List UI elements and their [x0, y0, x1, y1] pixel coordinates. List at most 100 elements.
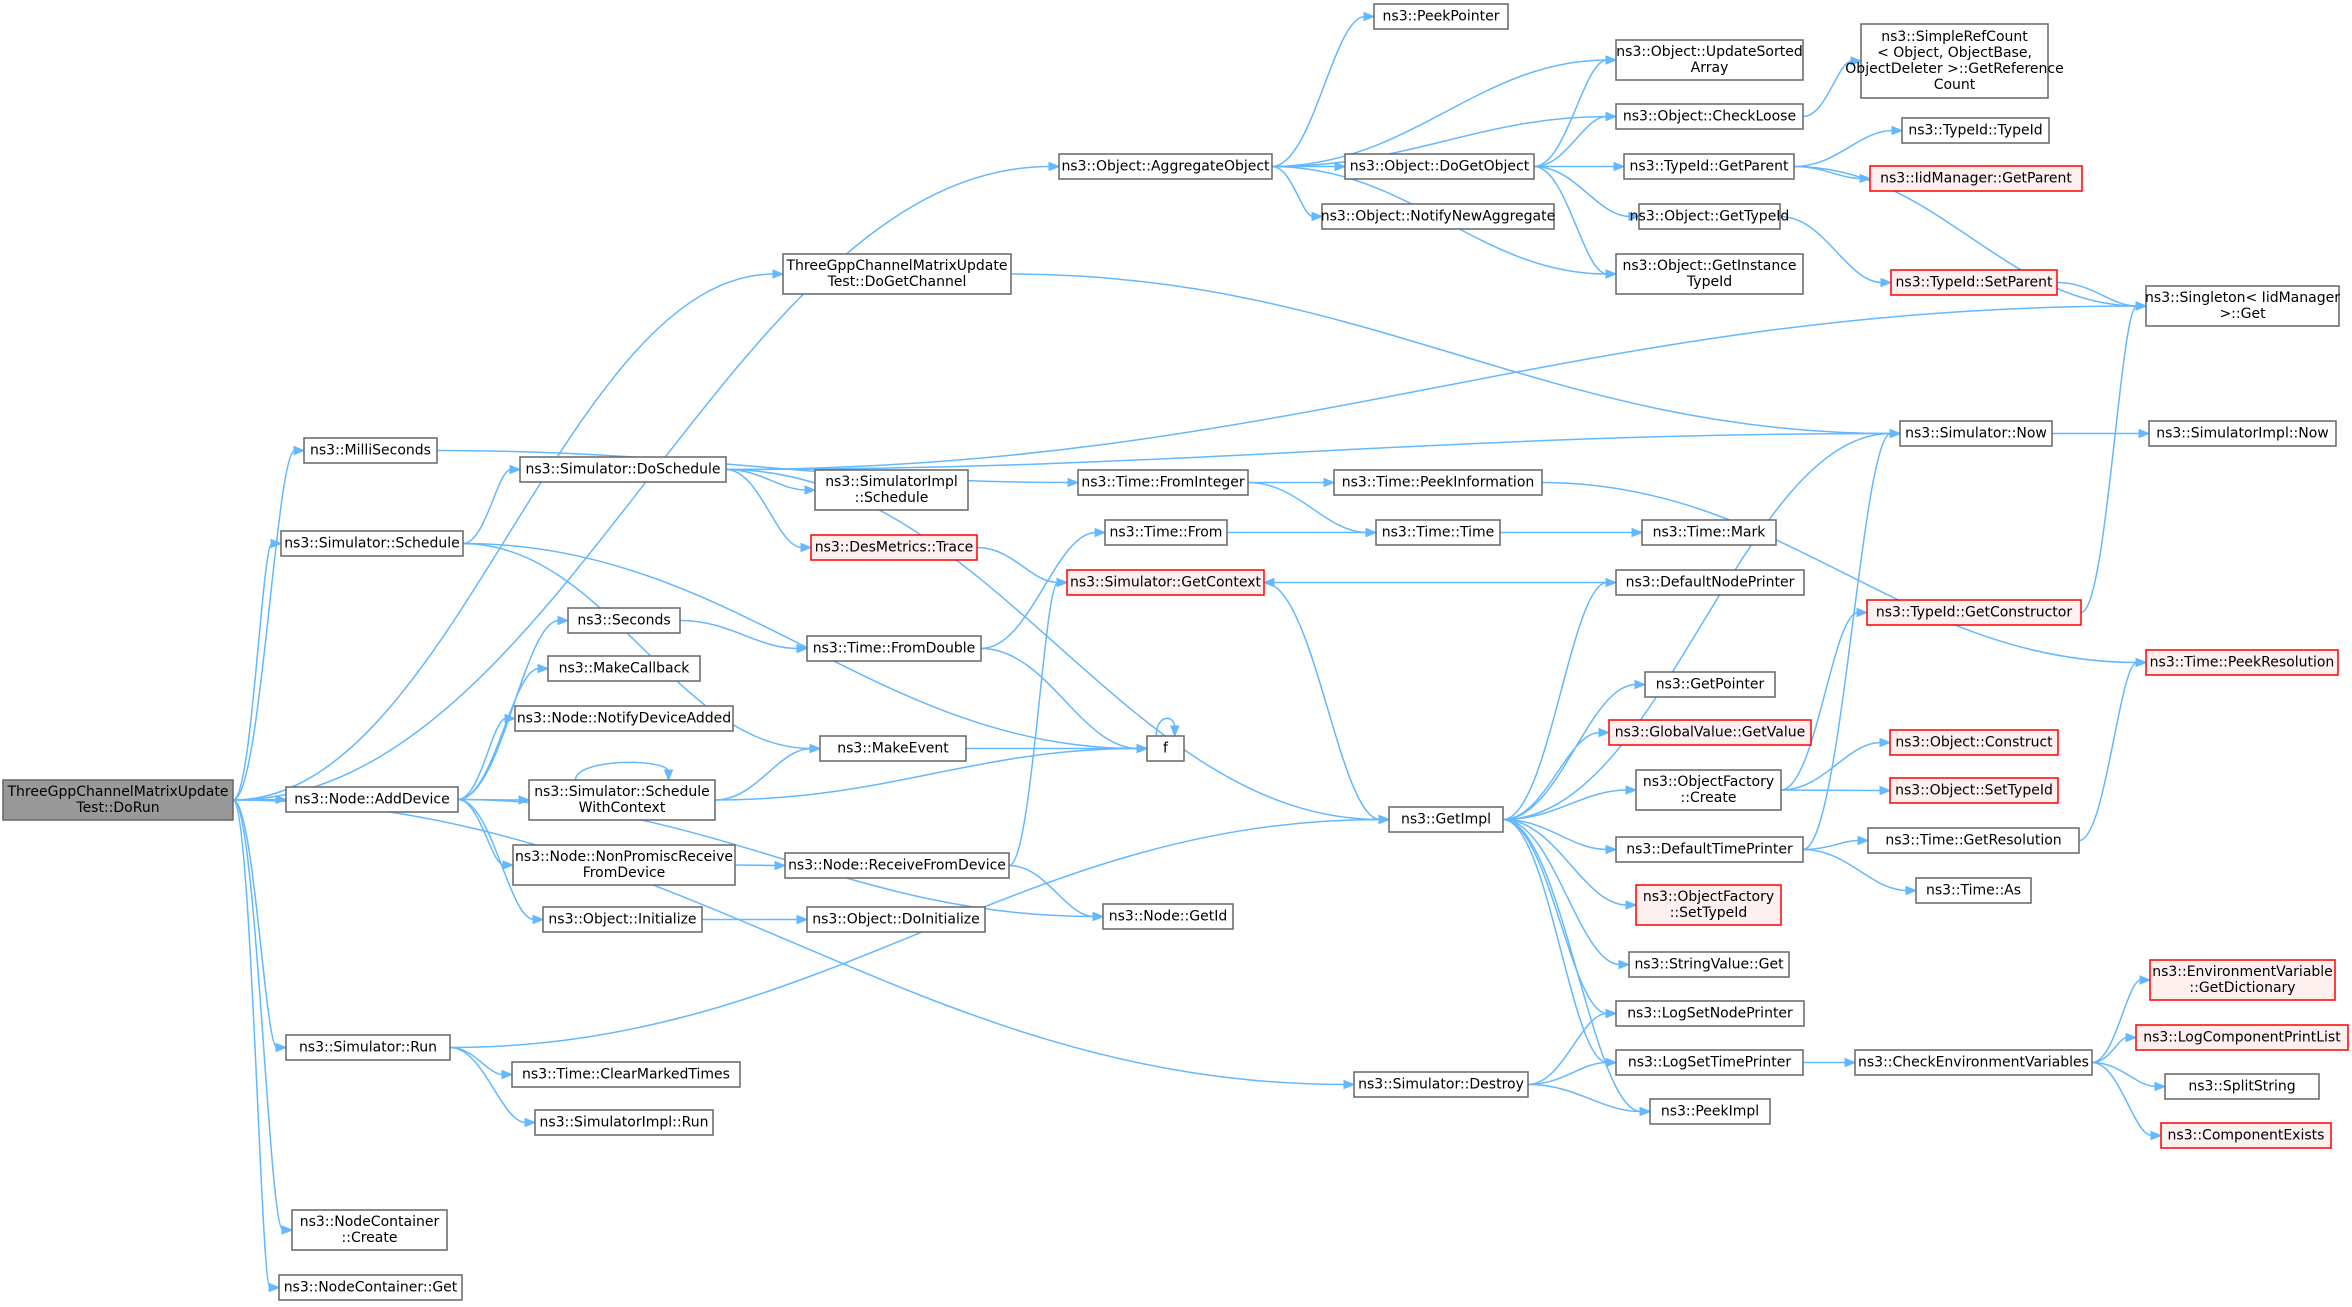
node-label: ns3::Time::PeekInformation [1342, 475, 1535, 491]
node-logsetnodeprinter[interactable]: ns3::LogSetNodePrinter [1615, 1000, 1805, 1027]
node-logsettimeprinter[interactable]: ns3::LogSetTimePrinter [1615, 1049, 1804, 1076]
node-fromint[interactable]: ns3::Time::FromInteger [1077, 469, 1249, 496]
node-doinitialize[interactable]: ns3::Object::DoInitialize [806, 906, 986, 933]
node-singletonget[interactable]: ns3::Singleton< IidManager >::Get [2145, 285, 2340, 327]
node-label: ::Create [1681, 790, 1737, 806]
node-label: WithContext [579, 800, 666, 816]
node-milliseconds[interactable]: ns3::MilliSeconds [303, 437, 438, 464]
edge-simschedule-to-doschedule [462, 464, 522, 545]
node-notifydeviceadded[interactable]: ns3::Node::NotifyDeviceAdded [514, 705, 734, 732]
node-simrun[interactable]: ns3::Simulator::Run [285, 1034, 451, 1061]
node-getimpl[interactable]: ns3::GetImpl [1388, 806, 1504, 833]
node-objfactorycreate[interactable]: ns3::ObjectFactory::Create [1635, 769, 1782, 811]
arrowhead [537, 663, 550, 674]
node-peekimpl[interactable]: ns3::PeekImpl [1649, 1098, 1771, 1125]
node-box [291, 1209, 448, 1251]
node-simplerefcount[interactable]: ns3::SimpleRefCount< Object, ObjectBase,… [1845, 23, 2064, 99]
node-simimplschedule[interactable]: ns3::SimulatorImpl::Schedule [814, 469, 969, 511]
edge-aggregate-to-notifynewaggregate [1271, 165, 1324, 222]
node-compexists[interactable]: ns3::ComponentExists [2160, 1122, 2332, 1149]
node-dogetchannel[interactable]: ThreeGppChannelMatrixUpdateTest::DoGetCh… [782, 253, 1012, 295]
arrowhead [2138, 428, 2151, 439]
node-label: ns3::TypeId::GetParent [1630, 159, 1789, 175]
edge-fromdouble-to-f [980, 647, 1149, 754]
node-notifynewaggregate[interactable]: ns3::Object::NotifyNewAggregate [1321, 203, 1555, 230]
node-iidgetparent[interactable]: ns3::IidManager::GetParent [1869, 165, 2083, 192]
node-objfactorysettypeid[interactable]: ns3::ObjectFactory::SetTypeId [1635, 884, 1782, 926]
node-getpointer[interactable]: ns3::GetPointer [1644, 671, 1776, 698]
node-label: ns3::Simulator::Destroy [1358, 1077, 1524, 1093]
node-objconstruct[interactable]: ns3::Object::Construct [1889, 729, 2059, 756]
node-label: ns3::DefaultNodePrinter [1626, 575, 1795, 591]
node-timefrom[interactable]: ns3::Time::From [1104, 519, 1228, 546]
node-objinitialize[interactable]: ns3::Object::Initialize [542, 906, 703, 933]
node-receivefromdevice[interactable]: ns3::Node::ReceiveFromDevice [784, 852, 1010, 879]
node-label: ThreeGppChannelMatrixUpdate [7, 784, 229, 800]
node-timeas[interactable]: ns3::Time::As [1915, 877, 2032, 904]
node-objgettypeid[interactable]: ns3::Object::GetTypeId [1630, 203, 1790, 230]
node-label: Test::DoGetChannel [827, 274, 967, 290]
node-defaulttimeprinter[interactable]: ns3::DefaultTimePrinter [1615, 836, 1804, 863]
node-box [2160, 1122, 2332, 1149]
node-nccreate[interactable]: ns3::NodeContainer::Create [291, 1209, 448, 1251]
node-label: ns3::Time::GetResolution [1885, 833, 2061, 849]
node-makecallback[interactable]: ns3::MakeCallback [547, 655, 701, 682]
node-desmetrics[interactable]: ns3::DesMetrics::Trace [810, 534, 978, 561]
node-clearmarked[interactable]: ns3::Time::ClearMarkedTimes [511, 1061, 741, 1088]
node-box [1615, 1049, 1804, 1076]
node-nodegetid[interactable]: ns3::Node::GetId [1102, 903, 1234, 930]
arrowhead [532, 914, 545, 925]
arrowhead [1363, 11, 1376, 22]
node-simdestroy[interactable]: ns3::Simulator::Destroy [1353, 1071, 1529, 1098]
edge-dogetchannel-to-simnow [1010, 273, 1902, 439]
node-label: ns3::GetImpl [1401, 812, 1491, 828]
node-getresolution[interactable]: ns3::Time::GetResolution [1867, 827, 2080, 854]
node-ncget[interactable]: ns3::NodeContainer::Get [278, 1274, 463, 1301]
node-getcontext[interactable]: ns3::Simulator::GetContext [1066, 569, 1265, 596]
node-checkloose[interactable]: ns3::Object::CheckLoose [1615, 103, 1804, 130]
node-tidtypeid[interactable]: ns3::TypeId::TypeId [1901, 117, 2050, 144]
node-peekinfo[interactable]: ns3::Time::PeekInformation [1333, 469, 1543, 496]
node-box [2135, 1024, 2349, 1051]
node-stringvalueget[interactable]: ns3::StringValue::Get [1628, 951, 1790, 978]
node-dogetobject[interactable]: ns3::Object::DoGetObject [1344, 153, 1535, 180]
node-tidgetconstructor[interactable]: ns3::TypeId::GetConstructor [1866, 599, 2082, 626]
node-aggregate[interactable]: ns3::Object::AggregateObject [1058, 153, 1273, 180]
node-adddevice[interactable]: ns3::Node::AddDevice [285, 786, 459, 813]
node-checkenv[interactable]: ns3::CheckEnvironmentVariables [1854, 1049, 2093, 1076]
node-doschedule[interactable]: ns3::Simulator::DoSchedule [519, 456, 727, 483]
edge-timetime-to-timemark [1500, 527, 1644, 538]
node-seconds[interactable]: ns3::Seconds [567, 607, 681, 634]
node-timetime[interactable]: ns3::Time::Time [1375, 519, 1501, 546]
node-makeevent[interactable]: ns3::MakeEvent [819, 735, 967, 762]
node-fromdouble[interactable]: ns3::Time::FromDouble [806, 635, 982, 662]
node-objsettypeid[interactable]: ns3::Object::SetTypeId [1889, 777, 2059, 804]
node-simnow[interactable]: ns3::Simulator::Now [1899, 420, 2053, 447]
node-defaultnodeprinter[interactable]: ns3::DefaultNodePrinter [1615, 569, 1805, 596]
node-label: ns3::GlobalValue::GetValue [1615, 725, 1805, 741]
node-timemark[interactable]: ns3::Time::Mark [1641, 519, 1777, 546]
node-label: ns3::Time::Time [1382, 525, 1494, 541]
node-peekpointer[interactable]: ns3::PeekPointer [1373, 3, 1509, 30]
arrowhead [1618, 959, 1631, 970]
node-envgetdict[interactable]: ns3::EnvironmentVariable::GetDictionary [2149, 959, 2336, 1001]
arrowhead [796, 914, 809, 925]
node-tidsetparent[interactable]: ns3::TypeId::SetParent [1890, 269, 2058, 296]
arrowhead [1625, 785, 1638, 795]
node-logcompprint[interactable]: ns3::LogComponentPrintList [2135, 1024, 2349, 1051]
node-globalvalueget[interactable]: ns3::GlobalValue::GetValue [1608, 719, 1812, 746]
node-splitstring[interactable]: ns3::SplitString [2164, 1073, 2320, 1100]
node-simschedule[interactable]: ns3::Simulator::Schedule [280, 530, 464, 557]
arrowhead [1605, 111, 1618, 122]
node-simimplnow[interactable]: ns3::SimulatorImpl::Now [2148, 420, 2337, 447]
node-peekresolution[interactable]: ns3::Time::PeekResolution [2145, 649, 2339, 676]
node-f[interactable]: f [1146, 735, 1185, 762]
node-simimplrun[interactable]: ns3::SimulatorImpl::Run [534, 1109, 714, 1136]
edge-receivefromdevice-to-getcontext [1008, 577, 1069, 867]
node-tidgetparent[interactable]: ns3::TypeId::GetParent [1623, 153, 1795, 180]
